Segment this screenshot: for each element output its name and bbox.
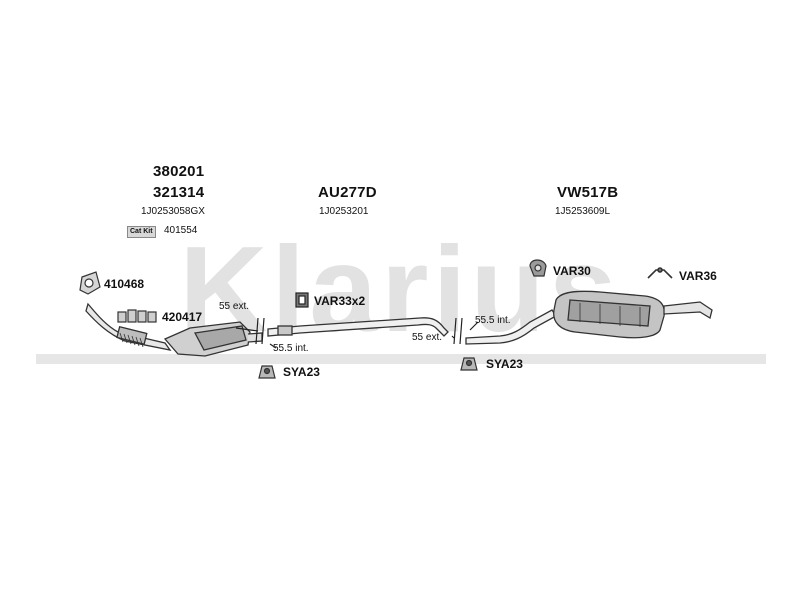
rubber-mount-left-icon bbox=[258, 365, 276, 379]
clamp-icon bbox=[117, 309, 157, 323]
rubber-right-label: SYA23 bbox=[486, 357, 523, 371]
gasket-label: 410468 bbox=[104, 277, 145, 291]
rubber-left-label: SYA23 bbox=[283, 365, 320, 379]
oem-number: 1J5253609L bbox=[555, 206, 611, 217]
catalytic-converter bbox=[163, 321, 263, 357]
front-downpipe bbox=[85, 302, 172, 351]
catkit-badge: Cat Kit bbox=[127, 226, 156, 238]
part-code: AU277D bbox=[318, 184, 377, 201]
part-code: VW517B bbox=[557, 184, 619, 201]
mount-rear-label: VAR30 bbox=[553, 264, 591, 278]
hanger-var36-icon bbox=[647, 267, 673, 279]
part-code: 321314 bbox=[153, 184, 205, 201]
rear-silencer bbox=[553, 290, 713, 339]
joint-right-ext: 55 ext. bbox=[412, 332, 443, 343]
part-code: 380201 bbox=[153, 163, 205, 180]
joint-break-right bbox=[451, 317, 479, 345]
hanger-rear-label: VAR36 bbox=[679, 269, 717, 283]
clamp-mid-label: VAR33x2 bbox=[314, 294, 366, 308]
centre-pipe bbox=[267, 317, 449, 337]
mount-var30-icon bbox=[529, 259, 547, 277]
clamp-front-label: 420417 bbox=[162, 310, 203, 324]
joint-right-int: 55.5 int. bbox=[475, 315, 511, 326]
watermark-bar bbox=[36, 354, 766, 364]
catkit-code: 401554 bbox=[164, 225, 198, 236]
joint-left-int: 55.5 int. bbox=[273, 343, 309, 354]
oem-number: 1J0253058GX bbox=[141, 206, 205, 217]
joint-left-ext: 55 ext. bbox=[219, 301, 250, 312]
joint-break-left bbox=[235, 317, 277, 349]
clamp-var33-icon bbox=[295, 292, 309, 308]
rubber-mount-right-icon bbox=[460, 357, 478, 371]
oem-number: 1J0253201 bbox=[319, 206, 369, 217]
gasket-icon bbox=[79, 271, 101, 295]
